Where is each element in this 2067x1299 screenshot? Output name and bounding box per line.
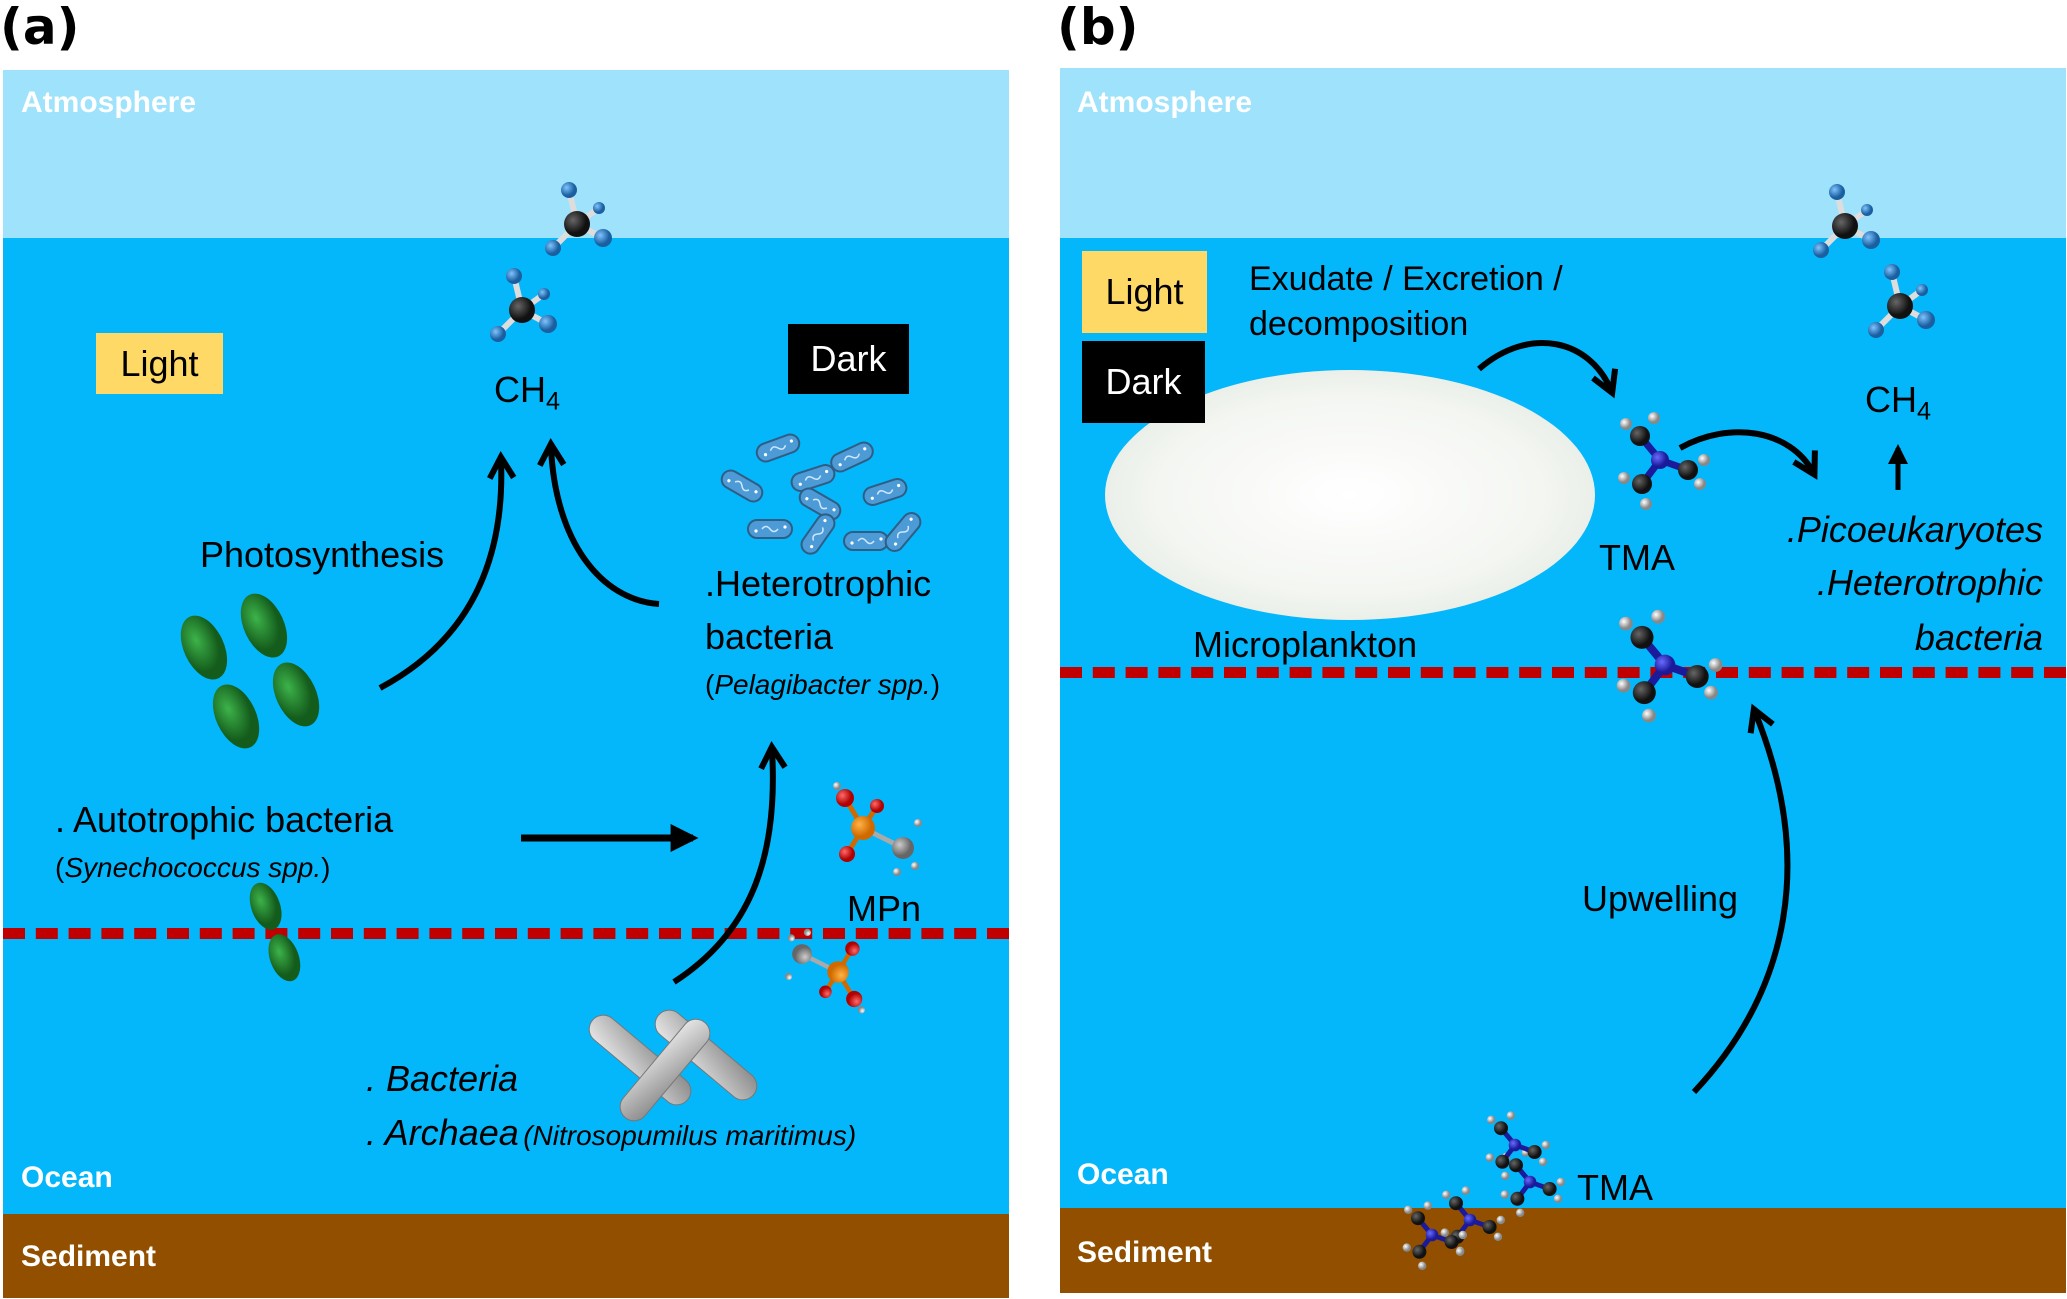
panel-b-dark-label: Dark xyxy=(1082,341,1205,423)
panel-b-label: (b) xyxy=(1057,0,1139,56)
pelagibacter-label: (Pelagibacter spp.) xyxy=(705,671,940,699)
bacteria-label: . Bacteria xyxy=(366,1058,519,1099)
pelagibacter-species: Pelagibacter spp. xyxy=(714,669,931,700)
paren-open: ( xyxy=(55,852,65,883)
paren-open: ( xyxy=(705,669,715,700)
panel-a-ocean-label: Ocean xyxy=(21,1161,113,1194)
panel-b-sediment-label: Sediment xyxy=(1077,1236,1213,1269)
panel-a-atmosphere xyxy=(3,70,1009,238)
upwelling-label: Upwelling xyxy=(1582,878,1739,919)
panel-a-ch4-label: CH4 xyxy=(494,372,560,415)
autotrophic-bacteria-label: . Autotrophic bacteria xyxy=(55,799,394,840)
decomposition-label: decomposition xyxy=(1249,305,1469,343)
ch4-subscript: 4 xyxy=(1917,397,1932,426)
ch4-main: CH xyxy=(494,369,546,410)
panel-b-light-label: Light xyxy=(1082,251,1207,333)
ch4-subscript: 4 xyxy=(546,387,561,416)
paren-close: ) xyxy=(321,852,331,883)
panel-a-sediment xyxy=(3,1214,1009,1298)
heterotrophic-bacteria-label: .Heterotrophic xyxy=(705,563,932,604)
synechococcus-species: Synechococcus spp. xyxy=(64,852,322,883)
panel-a-atmosphere-label: Atmosphere xyxy=(21,86,197,119)
panel-a-boundary-line xyxy=(3,928,1009,939)
panel-a-light-label: Light xyxy=(96,333,223,394)
panel-b-ch4-label: CH4 xyxy=(1865,382,1931,425)
bacteria-label-b: bacteria xyxy=(1914,617,2043,658)
synechococcus-label: (Synechococcus spp.) xyxy=(55,854,330,882)
nitrosopumilus-species: (Nitrosopumilus maritimus) xyxy=(523,1120,857,1151)
archaea-label: . Archaea (Nitrosopumilus maritimus) xyxy=(366,1115,856,1151)
panel-a-dark-label: Dark xyxy=(788,324,909,394)
ch4-main: CH xyxy=(1865,379,1917,420)
tma-label-bottom: TMA xyxy=(1577,1167,1653,1208)
panel-b-atmosphere xyxy=(1060,68,2066,238)
heterotrophic-bacteria-label-2: bacteria xyxy=(705,616,834,657)
photosynthesis-label: Photosynthesis xyxy=(200,534,445,575)
panel-b-atmosphere-label: Atmosphere xyxy=(1077,86,1253,119)
microplankton-label: Microplankton xyxy=(1193,624,1418,665)
heterotrophic-label-b: .Heterotrophic xyxy=(1816,562,2043,603)
panel-b-boundary-line xyxy=(1060,667,2066,678)
archaea-name: . Archaea xyxy=(366,1112,519,1153)
exudate-label: Exudate / Excretion / xyxy=(1249,260,1563,298)
panel-b-ocean-label: Ocean xyxy=(1077,1158,1169,1191)
panel-b-sediment xyxy=(1060,1208,2066,1293)
picoeukaryotes-label: .Picoeukaryotes xyxy=(1786,509,2043,550)
panel-a-ocean xyxy=(3,238,1009,1214)
panel-a-sediment-label: Sediment xyxy=(21,1240,157,1273)
paren-close: ) xyxy=(930,669,941,700)
tma-label-mid: TMA xyxy=(1599,537,1675,578)
mpn-label: MPn xyxy=(847,888,922,929)
panel-a-label: (a) xyxy=(0,0,80,56)
